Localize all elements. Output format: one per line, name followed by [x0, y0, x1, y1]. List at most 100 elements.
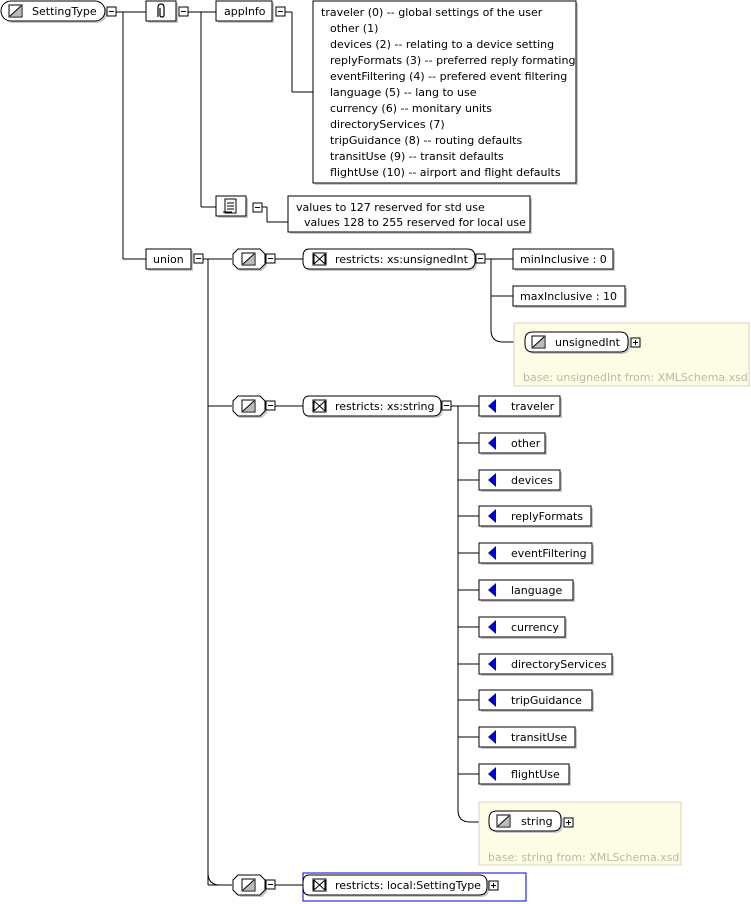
simple-type-icon — [241, 399, 256, 413]
anonymous-simple-type-3[interactable] — [232, 874, 267, 897]
base-type-panel: string base: string from: XMLSchema.xsd — [478, 801, 682, 866]
enumeration-marker-icon — [488, 436, 496, 450]
collapse-icon[interactable] — [265, 879, 276, 890]
plus-icon[interactable] — [630, 337, 641, 348]
annotation-node[interactable] — [145, 0, 178, 23]
app-info-line: transitUse (9) -- transit defaults — [330, 150, 504, 163]
enumeration-marker-icon — [488, 620, 496, 634]
base-type-label: unsignedInt — [555, 336, 621, 349]
plus-icon[interactable] — [488, 880, 499, 891]
enumeration-transitUse[interactable]: transitUse — [478, 726, 577, 749]
simple-type-icon — [531, 335, 546, 349]
collapse-icon[interactable] — [441, 400, 452, 411]
app-info-line: eventFiltering (4) -- prefered event fil… — [330, 70, 567, 83]
collapse-icon[interactable] — [475, 253, 486, 264]
enumeration-marker-icon — [488, 693, 496, 707]
enumeration-flightUse[interactable]: flightUse — [478, 763, 571, 786]
enumeration-label: transitUse — [511, 731, 567, 744]
enumeration-marker-icon — [488, 546, 496, 560]
simple-type-icon — [241, 252, 256, 266]
restriction-local-setting-type[interactable]: restricts: local:SettingType — [302, 872, 527, 902]
app-info-line: replyFormats (3) -- preferred reply form… — [330, 54, 575, 67]
base-type-label: string — [521, 815, 553, 828]
app-info-line: language (5) -- lang to use — [330, 86, 477, 99]
enumeration-eventFiltering[interactable]: eventFiltering — [478, 542, 594, 565]
enumeration-label: currency — [511, 621, 559, 634]
anonymous-simple-type-2[interactable] — [232, 395, 267, 418]
enumeration-label: traveler — [511, 400, 555, 413]
restriction-bowtie-icon — [312, 399, 327, 413]
facet-label: maxInclusive : 10 — [520, 290, 617, 303]
restriction-bowtie-icon — [312, 878, 327, 892]
enumeration-directoryServices[interactable]: directoryServices — [478, 653, 614, 676]
union-label: union — [153, 253, 184, 266]
restriction-bowtie-icon — [312, 252, 327, 266]
enumeration-label: directoryServices — [511, 658, 607, 671]
enumeration-marker-icon — [488, 509, 496, 523]
enumeration-label: tripGuidance — [511, 694, 582, 707]
facet-min-inclusive[interactable]: minInclusive : 0 — [512, 248, 615, 271]
enumeration-tripGuidance[interactable]: tripGuidance — [478, 689, 594, 712]
connectors — [116, 11, 514, 886]
enumeration-marker-icon — [488, 399, 496, 413]
facet-label: minInclusive : 0 — [520, 253, 607, 266]
app-info-line: currency (6) -- monitary units — [330, 102, 492, 115]
enumeration-devices[interactable]: devices — [478, 469, 562, 492]
enumeration-other[interactable]: other — [478, 432, 547, 455]
app-info-line: other (1) — [330, 22, 378, 35]
restriction-unsigned-int[interactable]: restricts: xs:unsignedInt — [302, 248, 477, 271]
documentation-content: values to 127 reserved for std use value… — [287, 195, 532, 234]
collapse-icon[interactable] — [178, 6, 189, 17]
app-info-line: traveler (0) -- global settings of the u… — [321, 6, 543, 19]
app-info-line: flightUse (10) -- airport and flight def… — [330, 166, 561, 179]
enumeration-label: flightUse — [511, 768, 560, 781]
enumeration-marker-icon — [488, 473, 496, 487]
enumeration-label: devices — [511, 474, 553, 487]
base-type-node[interactable]: string — [488, 810, 563, 833]
plus-icon[interactable] — [563, 817, 574, 828]
facet-max-inclusive[interactable]: maxInclusive : 10 — [512, 285, 627, 308]
anonymous-simple-type-1[interactable] — [232, 248, 267, 271]
enumeration-label: language — [511, 584, 562, 597]
documentation-line: values to 127 reserved for std use — [296, 201, 485, 214]
simple-type-icon — [241, 878, 256, 892]
enumeration-currency[interactable]: currency — [478, 616, 567, 639]
union-node[interactable]: union — [145, 248, 193, 271]
enumeration-label: other — [511, 437, 541, 450]
enumerations: traveler other devices replyFormats eventFil… — [478, 395, 614, 786]
app-info-line: tripGuidance (8) -- routing defaults — [330, 134, 522, 147]
app-info-label: appInfo — [224, 5, 266, 18]
root-label: SettingType — [32, 5, 97, 18]
collapse-icon[interactable] — [275, 6, 286, 17]
base-note: base: unsignedInt from: XMLSchema.xsd — [523, 371, 748, 384]
enumeration-replyFormats[interactable]: replyFormats — [478, 505, 593, 528]
enumeration-language[interactable]: language — [478, 579, 575, 602]
app-info-content: traveler (0) -- global settings of the u… — [312, 0, 578, 185]
collapse-icon[interactable] — [252, 202, 263, 213]
app-info-node[interactable]: appInfo — [215, 0, 274, 23]
paperclip-icon — [157, 3, 165, 18]
collapse-icon[interactable] — [193, 253, 204, 264]
restriction-string[interactable]: restricts: xs:string — [302, 395, 443, 418]
enumeration-traveler[interactable]: traveler — [478, 395, 562, 418]
root-simple-type[interactable]: SettingType — [0, 0, 107, 23]
restriction-label: restricts: local:SettingType — [335, 879, 481, 892]
documentation-node[interactable] — [215, 195, 248, 218]
base-type-panel: unsignedInt base: unsignedInt from: XMLS… — [513, 322, 750, 387]
base-type-node[interactable]: unsignedInt — [524, 331, 630, 354]
documentation-line: values 128 to 255 reserved for local use — [304, 216, 526, 229]
enumeration-marker-icon — [488, 730, 496, 744]
restriction-label: restricts: xs:unsignedInt — [335, 253, 469, 266]
scroll-icon — [223, 198, 237, 214]
enumeration-marker-icon — [488, 583, 496, 597]
app-info-line: directoryServices (7) — [330, 118, 445, 131]
enumeration-marker-icon — [488, 657, 496, 671]
enumeration-marker-icon — [488, 767, 496, 781]
enumeration-label: replyFormats — [511, 510, 583, 523]
collapse-icon[interactable] — [106, 6, 117, 17]
app-info-line: devices (2) -- relating to a device sett… — [330, 38, 554, 51]
base-note: base: string from: XMLSchema.xsd — [488, 851, 679, 864]
collapse-icon[interactable] — [265, 400, 276, 411]
collapse-icon[interactable] — [265, 253, 276, 264]
